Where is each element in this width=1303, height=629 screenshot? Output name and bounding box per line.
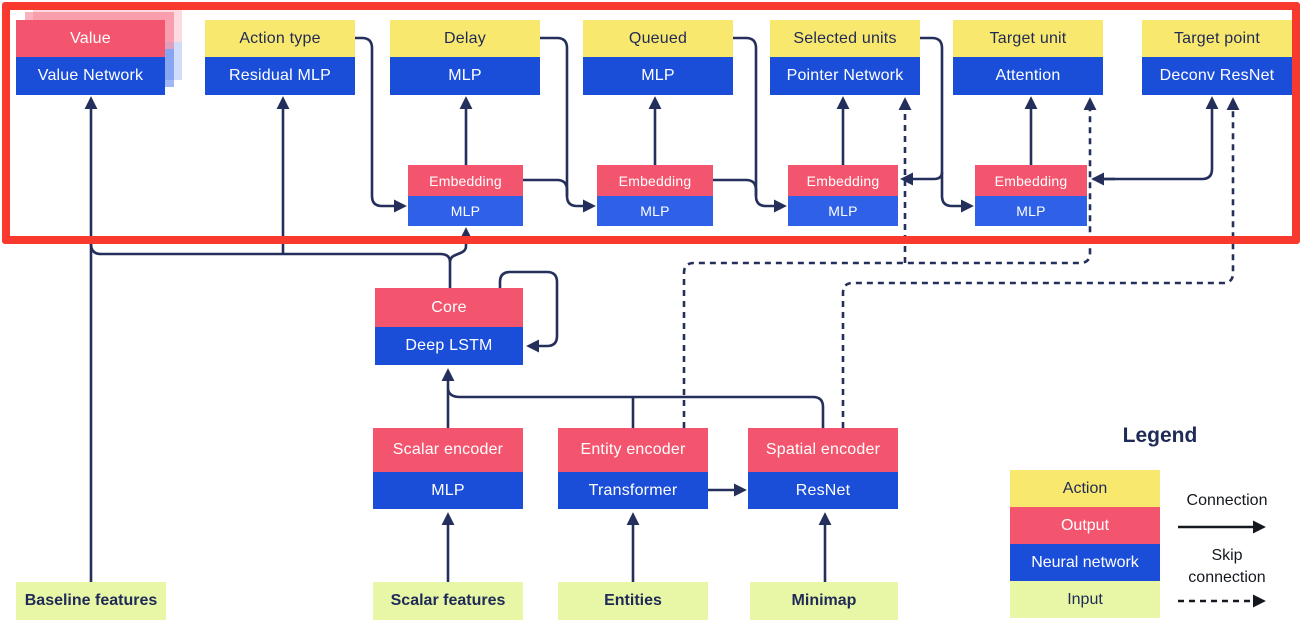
embedding-block-4: Embedding MLP [975,165,1087,226]
queued-label: Queued [583,20,733,57]
head-target-unit: Target unit Attention [953,20,1103,95]
conn-selunits-to-mlp4 [920,36,974,213]
legend-item-input: Input [1010,581,1160,618]
action-type-label: Action type [205,20,355,57]
embedding-1-mlp-label: MLP [408,196,523,226]
head-selected-units: Selected units Pointer Network [770,20,920,95]
selected-units-network-label: Pointer Network [770,57,920,95]
conn-selunits-to-emb3 [900,171,944,186]
target-point-network-label: Deconv ResNet [1142,57,1292,95]
target-unit-label: Target unit [953,20,1103,57]
spatial-encoder-label: Spatial encoder [748,428,898,472]
entity-encoder-block: Entity encoder Transformer [558,428,708,509]
embedding-3-mlp-label: MLP [788,196,898,226]
action-type-network-label: Residual MLP [205,57,355,95]
conn-core-out-horizontal [89,243,452,288]
skip-spatial-to-deconv [841,97,1240,428]
embedding-2-mlp-label: MLP [597,196,713,226]
embedding-4-mlp-label: MLP [975,196,1087,226]
head-delay: Delay MLP [390,20,540,95]
spatial-encoder-block: Spatial encoder ResNet [748,428,898,509]
legend-connection-label: Connection [1186,492,1268,509]
legend-skip-line1: Skip [1211,547,1243,564]
core-label: Core [375,288,523,327]
deep-lstm-label: Deep LSTM [375,327,523,365]
head-target-point: Target point Deconv ResNet [1142,20,1292,95]
conn-lstm-self-loop [498,270,559,353]
embedding-block-1: Embedding MLP [408,165,523,226]
conn-actiontype-to-mlp1 [355,36,407,213]
target-unit-network-label: Attention [953,57,1103,95]
embedding-2-label: Embedding [597,165,713,196]
input-baseline-features: Baseline features [16,582,166,620]
value-output-label: Value [16,20,165,57]
legend-skip-connection-label: Skip connection [1172,545,1282,589]
legend-item-action: Action [1010,470,1160,507]
scalar-encoder-network-label: MLP [373,472,523,509]
solid-connections [84,36,1219,582]
input-minimap: Minimap [750,582,898,620]
legend-arrows [1178,520,1266,608]
input-scalar-features: Scalar features [373,582,523,620]
conn-emb1-to-mlp2 [523,178,569,196]
queued-network-label: MLP [583,57,733,95]
value-network-label: Value Network [16,57,165,95]
selected-units-label: Selected units [770,20,920,57]
delay-network-label: MLP [390,57,540,95]
entity-encoder-network-label: Transformer [558,472,708,509]
conn-encoders-merge [446,388,825,428]
core-block: Core Deep LSTM [375,288,523,365]
embedding-1-label: Embedding [408,165,523,196]
delay-label: Delay [390,20,540,57]
scalar-encoder-label: Scalar encoder [373,428,523,472]
entity-encoder-label: Entity encoder [558,428,708,472]
skip-entity-to-attention [682,97,1097,428]
head-queued: Queued MLP [583,20,733,95]
skip-connections [682,97,1240,428]
legend-item-neural-network: Neural network [1010,544,1160,581]
embedding-block-3: Embedding MLP [788,165,898,226]
embedding-4-label: Embedding [975,165,1087,196]
input-entities: Entities [558,582,708,620]
conn-emb4-to-deconv [1093,96,1219,181]
spatial-encoder-network-label: ResNet [748,472,898,509]
embedding-3-label: Embedding [788,165,898,196]
legend-item-output: Output [1010,507,1160,544]
target-point-label: Target point [1142,20,1292,57]
legend-skip-line2: connection [1188,569,1266,586]
conn-queued-to-mlp3 [733,36,787,213]
head-action-type: Action type Residual MLP [205,20,355,95]
conn-emb2-to-mlp3 [713,178,758,196]
conn-delay-to-mlp2 [540,36,596,213]
conn-core-to-mlp1 [448,227,473,263]
legend-title: Legend [1122,424,1198,447]
embedding-block-2: Embedding MLP [597,165,713,226]
head-value: Value Value Network [16,20,165,95]
scalar-encoder-block: Scalar encoder MLP [373,428,523,509]
